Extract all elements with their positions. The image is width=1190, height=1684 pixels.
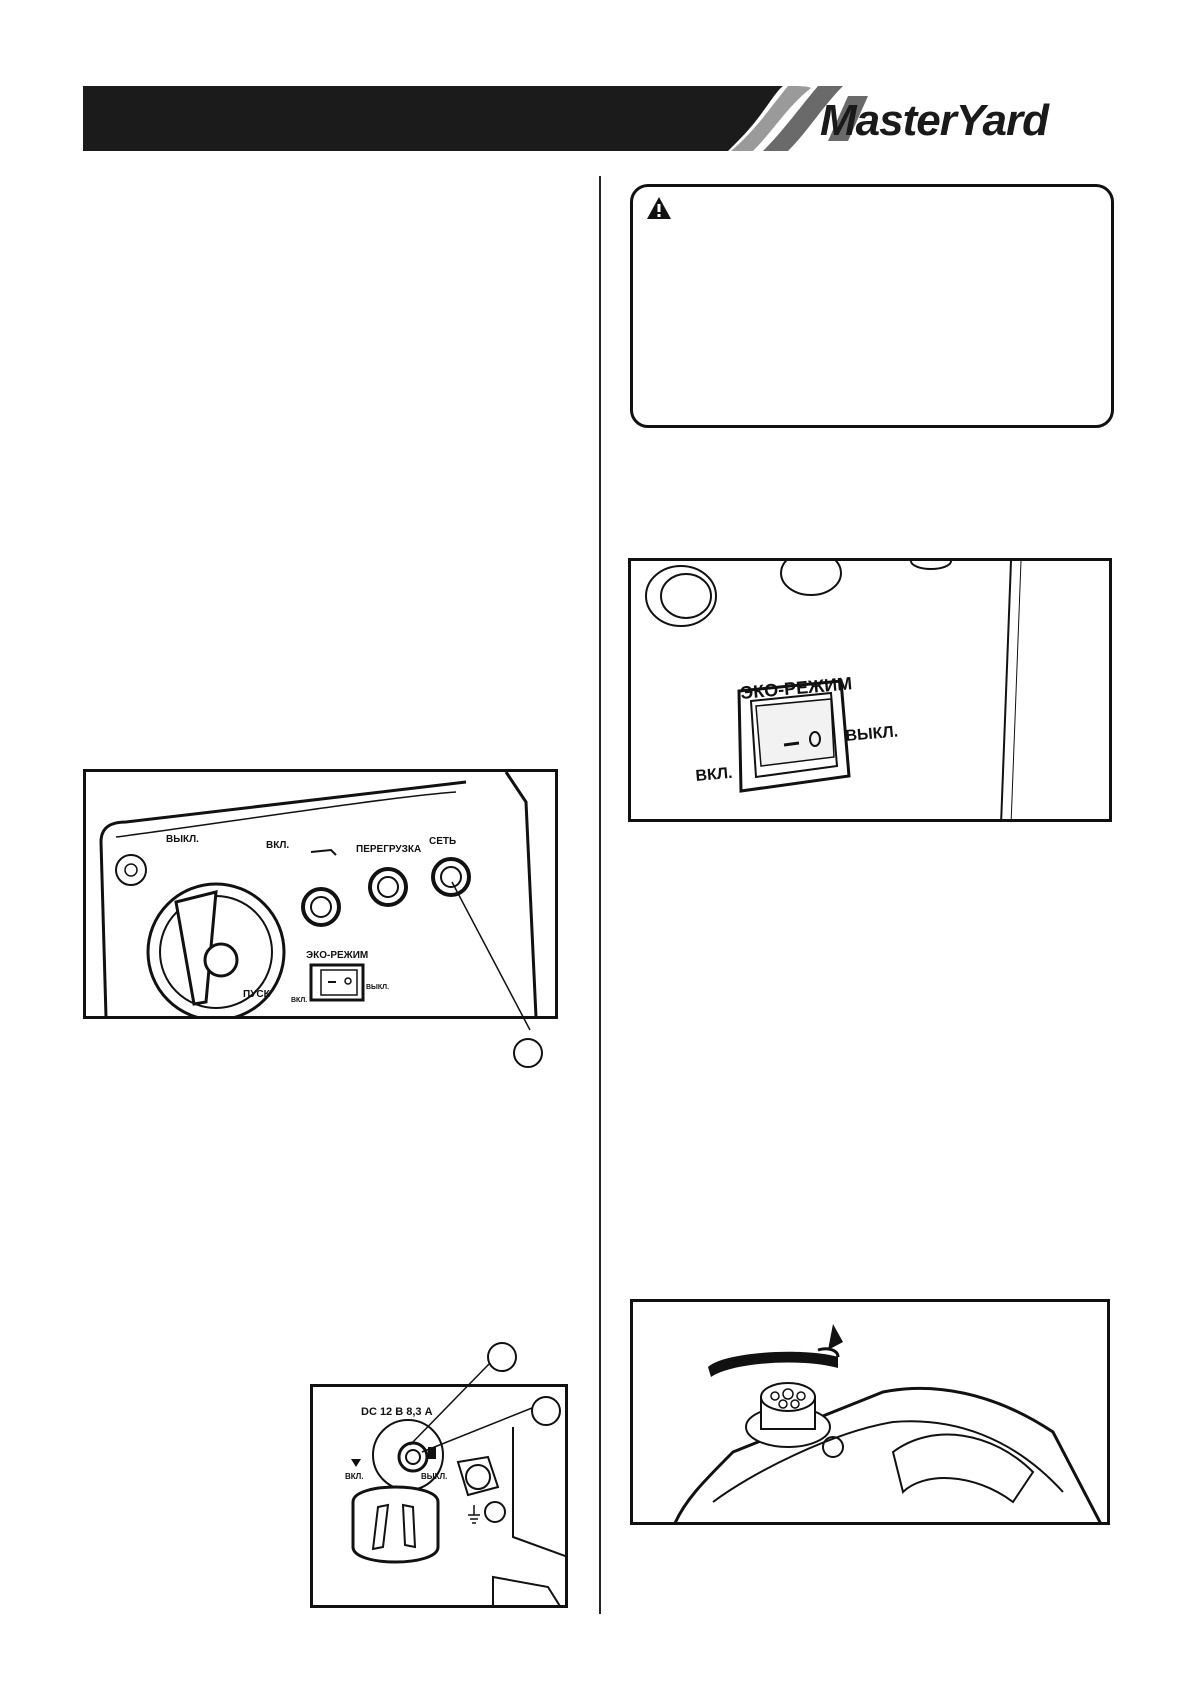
eco-switch-drawing: ЭКО-РЕЖИМ ВКЛ. ВЫКЛ. bbox=[645, 561, 1022, 819]
dc-callout-circle-2 bbox=[531, 1396, 561, 1426]
panel-network-label: СЕТЬ bbox=[429, 836, 456, 847]
dc-output-drawing: DC 12 В 8,3 А ВКЛ. ВЫКЛ. bbox=[345, 1406, 565, 1605]
control-panel-drawing: ВЫКЛ. ВКЛ. ПУСК ПЕРЕГРУЗКА СЕТЬ ЭКО-РЕЖИ… bbox=[99, 772, 538, 1016]
dc-callout-circle-1 bbox=[487, 1342, 517, 1372]
dc-output-figure: DC 12 В 8,3 А ВКЛ. ВЫКЛ. bbox=[310, 1384, 568, 1608]
brand-logo: MasterYard bbox=[820, 96, 1049, 145]
panel-start-label: ПУСК bbox=[243, 989, 271, 1000]
callout-circle bbox=[513, 1038, 543, 1068]
column-divider bbox=[599, 176, 601, 1614]
header-bar bbox=[83, 86, 868, 151]
callout-leader-line bbox=[451, 881, 531, 1031]
panel-eco-off-label: ВЫКЛ. bbox=[366, 984, 389, 991]
warning-triangle-icon bbox=[647, 197, 671, 219]
fuel-cap-figure bbox=[630, 1299, 1110, 1525]
eco-off-label: ВЫКЛ. bbox=[845, 723, 899, 745]
panel-on-label: ВКЛ. bbox=[266, 840, 289, 851]
panel-eco-label: ЭКО-РЕЖИМ bbox=[306, 950, 368, 961]
dc-off-label: ВЫКЛ. bbox=[421, 1472, 447, 1481]
panel-off-label: ВЫКЛ. bbox=[166, 834, 199, 845]
fuel-cap-drawing bbox=[673, 1324, 1102, 1522]
panel-eco-on-label: ВКЛ. bbox=[291, 997, 307, 1004]
dc-rating-label: DC 12 В 8,3 А bbox=[361, 1406, 433, 1418]
warning-box bbox=[630, 184, 1114, 428]
eco-on-label: ВКЛ. bbox=[695, 765, 733, 785]
dc-callout-leader-lines bbox=[409, 1362, 533, 1453]
control-panel-figure: ВЫКЛ. ВКЛ. ПУСК ПЕРЕГРУЗКА СЕТЬ ЭКО-РЕЖИ… bbox=[83, 769, 558, 1019]
eco-switch-figure: ЭКО-РЕЖИМ ВКЛ. ВЫКЛ. bbox=[628, 558, 1112, 822]
panel-overload-label: ПЕРЕГРУЗКА bbox=[356, 844, 421, 855]
dc-on-label: ВКЛ. bbox=[345, 1472, 364, 1481]
